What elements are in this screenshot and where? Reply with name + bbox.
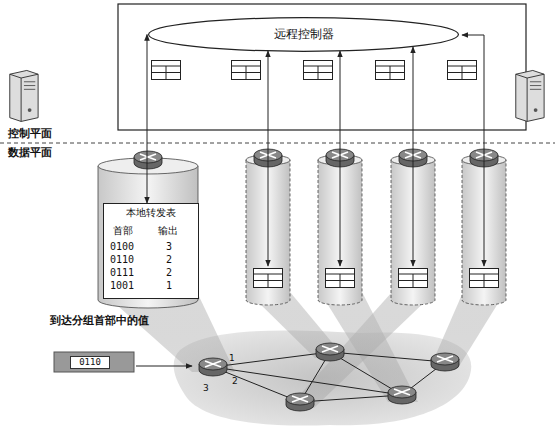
table-cell: 2	[166, 267, 172, 279]
table-cell: 1001	[110, 280, 134, 292]
packet-header: 0110	[70, 356, 110, 369]
table-cell: 3	[166, 241, 172, 253]
plane-label: 控制平面	[8, 128, 52, 140]
control-arrow	[147, 35, 148, 204]
table-cell: 1	[166, 280, 172, 292]
port-number: 1	[229, 352, 235, 364]
node-text: 0110	[79, 357, 101, 368]
port-number: 2	[232, 375, 238, 387]
table-header: 首部	[113, 225, 133, 237]
node-text: 本地转发表	[104, 207, 198, 219]
table-cell: 0100	[110, 241, 134, 253]
port-number: 3	[203, 382, 209, 394]
node-text: 远程控制器	[274, 27, 334, 41]
controller-ellipse: 远程控制器	[147, 17, 460, 52]
table-cell: 0110	[110, 254, 134, 266]
table-cell: 2	[166, 254, 172, 266]
table-cell: 0111	[110, 267, 134, 279]
table-header: 输出	[158, 225, 178, 237]
caption-label: 到达分组首部中的值	[50, 315, 149, 327]
plane-label: 数据平面	[8, 147, 52, 159]
